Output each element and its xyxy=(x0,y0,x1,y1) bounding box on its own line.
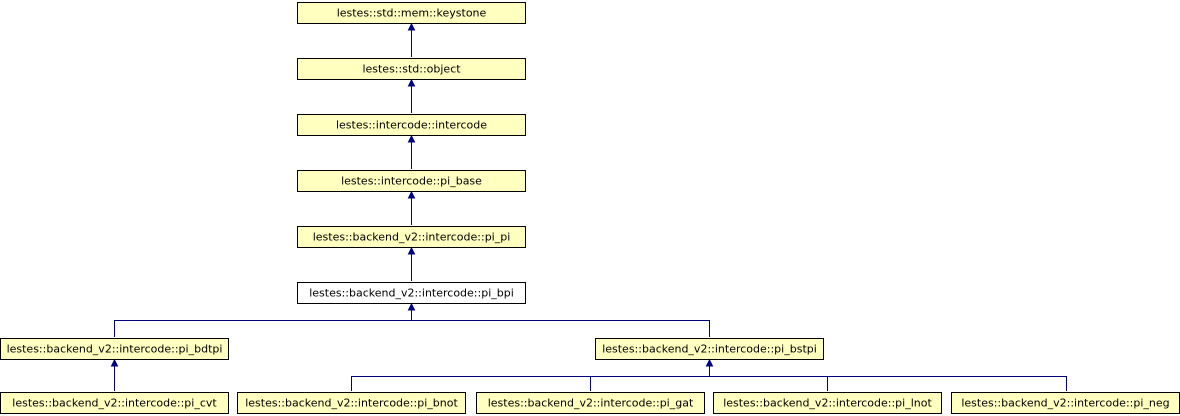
node-object-label: lestes::std::object xyxy=(362,63,461,76)
arrowhead-intercode xyxy=(407,134,416,143)
edges-group xyxy=(110,22,1067,391)
edge-pi-bstpi-to-pi-bpi xyxy=(411,320,710,337)
arrowhead-pi-bdtpi xyxy=(110,358,119,367)
arrowhead-pi-base xyxy=(407,190,416,199)
node-pi-base[interactable]: lestes::intercode::pi_base xyxy=(297,170,526,192)
edge-pi-bdtpi-to-pi-bpi xyxy=(114,320,412,337)
node-pi-bpi-label: lestes::backend_v2::intercode::pi_bpi xyxy=(309,287,514,300)
node-pi-bdtpi[interactable]: lestes::backend_v2::intercode::pi_bdtpi xyxy=(0,338,229,360)
arrowhead-keystone xyxy=(407,22,416,31)
node-pi-neg-label: lestes::backend_v2::intercode::pi_neg xyxy=(961,397,1169,410)
node-pi-pi[interactable]: lestes::backend_v2::intercode::pi_pi xyxy=(297,226,526,248)
node-pi-bnot-label: lestes::backend_v2::intercode::pi_bnot xyxy=(245,397,458,410)
node-pi-bstpi-label: lestes::backend_v2::intercode::pi_bstpi xyxy=(602,343,817,356)
arrowhead-pi-bpi xyxy=(407,302,416,311)
node-pi-pi-label: lestes::backend_v2::intercode::pi_pi xyxy=(313,231,511,244)
arrowhead-object xyxy=(407,78,416,87)
node-pi-base-label: lestes::intercode::pi_base xyxy=(341,175,482,188)
arrowhead-pi-pi xyxy=(407,246,416,255)
node-intercode-label: lestes::intercode::intercode xyxy=(336,119,487,132)
node-object[interactable]: lestes::std::object xyxy=(297,58,526,80)
node-pi-bdtpi-label: lestes::backend_v2::intercode::pi_bdtpi xyxy=(7,343,223,356)
node-pi-lnot-label: lestes::backend_v2::intercode::pi_lnot xyxy=(723,397,932,410)
node-intercode[interactable]: lestes::intercode::intercode xyxy=(297,114,526,136)
node-pi-neg[interactable]: lestes::backend_v2::intercode::pi_neg xyxy=(951,392,1180,414)
arrowhead-pi-bstpi xyxy=(705,358,714,367)
node-pi-lnot[interactable]: lestes::backend_v2::intercode::pi_lnot xyxy=(713,392,942,414)
node-pi-cvt[interactable]: lestes::backend_v2::intercode::pi_cvt xyxy=(0,392,229,414)
node-keystone[interactable]: lestes::std::mem::keystone xyxy=(297,2,526,24)
node-pi-cvt-label: lestes::backend_v2::intercode::pi_cvt xyxy=(12,397,217,410)
node-pi-bstpi[interactable]: lestes::backend_v2::intercode::pi_bstpi xyxy=(595,338,824,360)
node-pi-bpi-current: lestes::backend_v2::intercode::pi_bpi xyxy=(297,282,526,304)
node-keystone-label: lestes::std::mem::keystone xyxy=(337,7,487,20)
node-pi-bnot[interactable]: lestes::backend_v2::intercode::pi_bnot xyxy=(237,392,466,414)
node-pi-gat-label: lestes::backend_v2::intercode::pi_gat xyxy=(488,397,694,410)
node-pi-gat[interactable]: lestes::backend_v2::intercode::pi_gat xyxy=(476,392,705,414)
edge-leaf-bus xyxy=(351,376,1067,391)
